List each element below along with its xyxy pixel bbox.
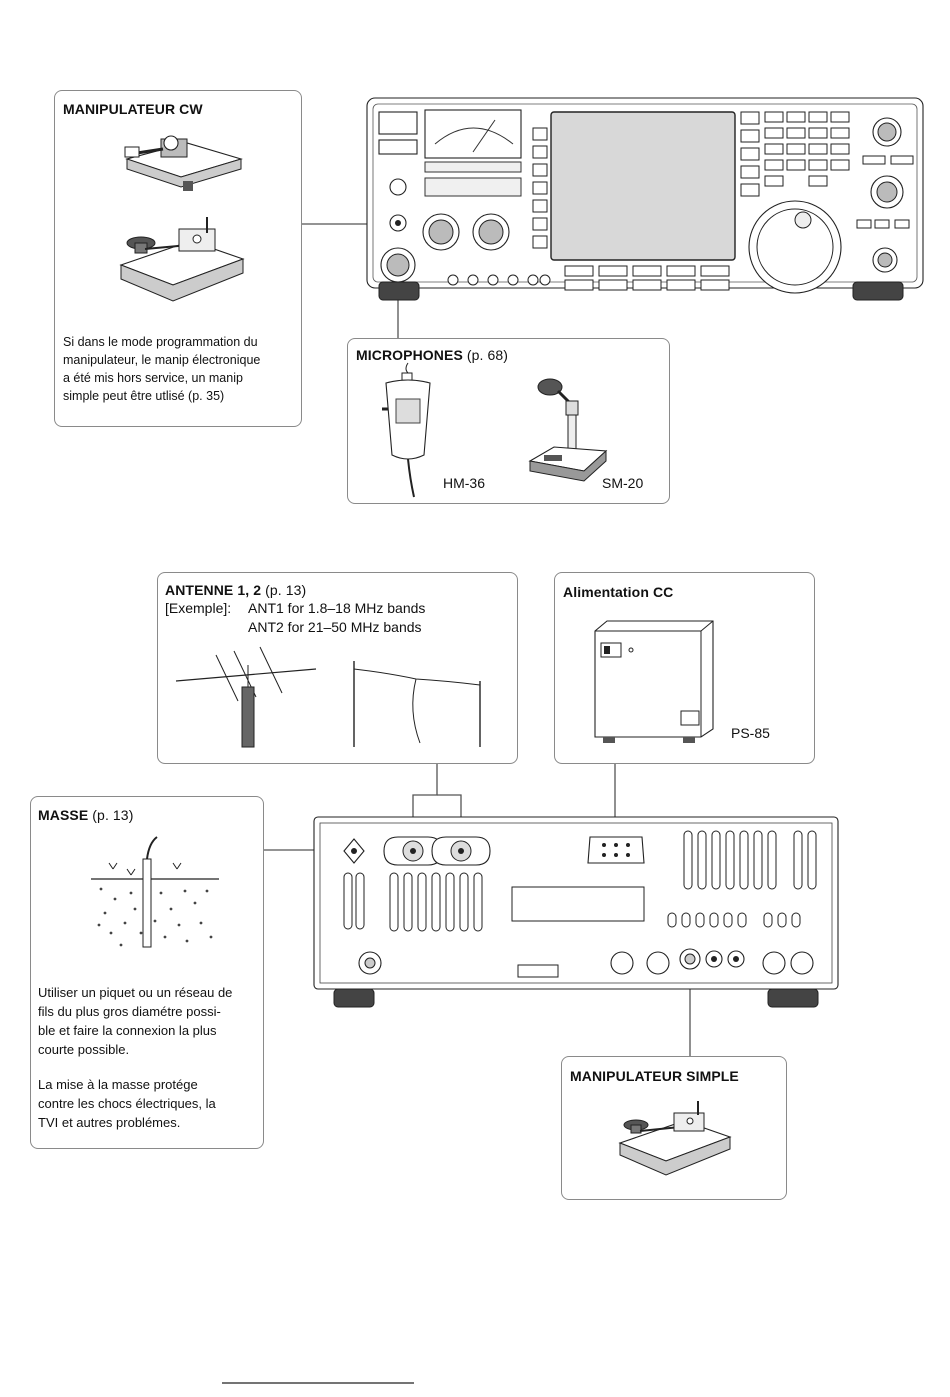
ground-title: MASSE (p. 13) <box>38 807 133 823</box>
antenna-title: ANTENNE 1, 2 (p. 13) <box>165 582 306 598</box>
ground-para-1-line: courte possible. <box>38 1042 130 1057</box>
microphones-page-ref: (p. 68) <box>466 347 509 363</box>
microphones-title-text: MICROPHONES <box>356 347 463 363</box>
antenna-page-ref: (p. 13) <box>265 582 307 598</box>
microphones-box: MICROPHONES (p. 68) HM-36 SM-20 <box>347 338 670 504</box>
ground-para-1-line: fils du plus gros diamétre possi- <box>38 1004 221 1019</box>
straight-key-box: MANIPULATEUR SIMPLE <box>561 1056 787 1200</box>
power-supply-title: Alimentation CC <box>563 584 674 600</box>
antenna-example-line-1: ANT1 for 1.8–18 MHz bands <box>248 600 426 616</box>
straight-key-box-illustration <box>618 1101 732 1176</box>
cw-key-note-line: Si dans le mode programmation du <box>63 335 258 349</box>
desk-microphone-illustration <box>528 378 608 482</box>
ps85-label: PS-85 <box>731 725 770 741</box>
power-supply-box: Alimentation CC PS-85 <box>554 572 815 764</box>
antenna-example-line-2: ANT2 for 21–50 MHz bands <box>248 619 422 635</box>
cw-key-note-line: simple peut être utlisé (p. 35) <box>63 389 225 403</box>
antenna-box: ANTENNE 1, 2 (p. 13) [Exemple]: ANT1 for… <box>157 572 518 764</box>
cw-key-box: MANIPULATEUR CW Si dans le mode programm… <box>54 90 302 427</box>
cw-key-note: Si dans le mode programmation du manipul… <box>63 333 260 405</box>
ground-page-ref: (p. 13) <box>92 807 134 823</box>
power-supply-illustration <box>594 620 714 743</box>
antenna-title-text: ANTENNE 1, 2 <box>165 582 262 598</box>
paddle-key-illustration <box>124 135 243 191</box>
ground-para-2-line: TVI et autres problémes. <box>38 1115 181 1130</box>
hm36-label: HM-36 <box>443 475 486 491</box>
microphones-title: MICROPHONES (p. 68) <box>356 347 508 363</box>
radio-front-panel <box>366 97 924 301</box>
ground-para-2-line: contre les chocs électriques, la <box>38 1096 216 1111</box>
ground-para-2-line: La mise à la masse protége <box>38 1077 198 1092</box>
ground-rod-illustration <box>91 836 219 948</box>
antenna-example-label: [Exemple]: <box>165 600 232 616</box>
cw-key-note-line: a été mis hors service, un manip <box>63 371 243 385</box>
yagi-antenna-illustration <box>175 646 317 748</box>
cw-key-title: MANIPULATEUR CW <box>63 101 203 117</box>
ground-para-2: La mise à la masse protége contre les ch… <box>38 1075 216 1132</box>
ground-box: MASSE (p. 13) Utiliser un piquet ou un r… <box>30 796 264 1149</box>
straight-key-title: MANIPULATEUR SIMPLE <box>570 1068 739 1084</box>
ground-para-1: Utiliser un piquet ou un réseau de fils … <box>38 983 232 1059</box>
hand-microphone-illustration <box>382 362 431 498</box>
sm20-label: SM-20 <box>602 475 644 491</box>
cw-key-note-line: manipulateur, le manip électronique <box>63 353 261 367</box>
dipole-antenna-illustration <box>353 661 481 747</box>
ground-title-text: MASSE <box>38 807 89 823</box>
radio-rear-panel <box>313 816 839 1008</box>
ground-para-1-line: ble et faire la connexion la plus <box>38 1023 217 1038</box>
ground-para-1-line: Utiliser un piquet ou un réseau de <box>38 985 233 1000</box>
straight-key-illustration <box>119 217 245 302</box>
